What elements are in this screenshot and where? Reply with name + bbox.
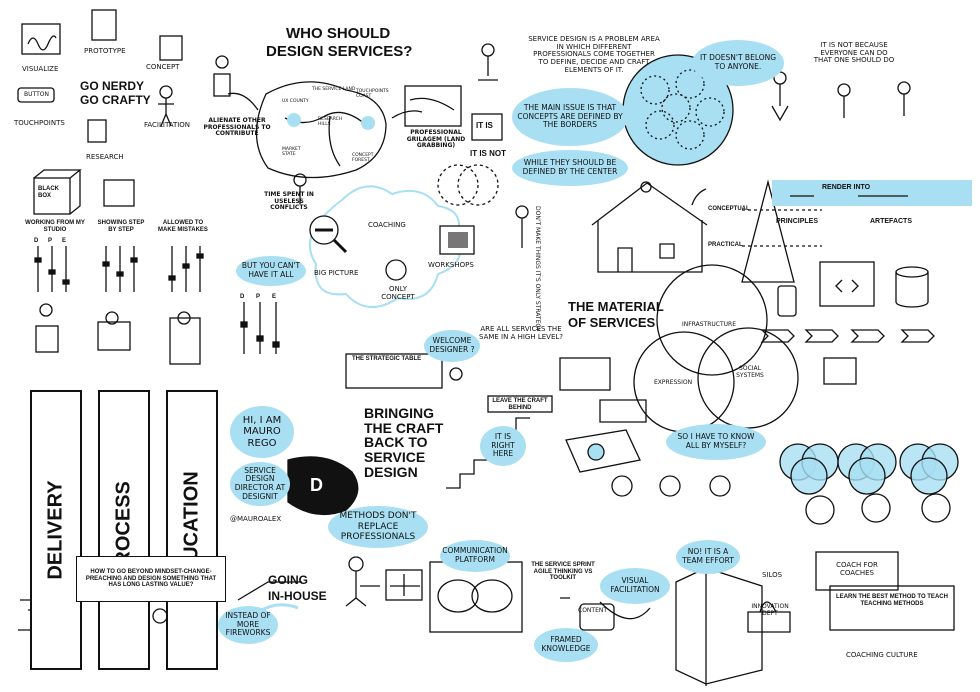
bringing-line-4: SERVICE <box>364 449 426 466</box>
bringing-title: BRINGING THE CRAFT BACK TO SERVICE DESIG… <box>364 406 443 479</box>
it-is-label: IT IS <box>476 121 493 130</box>
social-systems-label: SOCIAL SYSTEMS <box>736 365 764 379</box>
it-is-not-label: IT IS NOT <box>470 149 506 158</box>
dpe-e-1: E <box>62 238 67 244</box>
main-issue-bubble: THE MAIN ISSUE IS THAT CONCEPTS ARE DEFI… <box>512 88 628 146</box>
allowed-mistakes-text: ALLOWED TO MAKE MISTAKES <box>158 220 208 233</box>
handle-label: @MAUROALEX <box>230 515 282 523</box>
are-all-services-text: ARE ALL SERVICES THE SAME IN A HIGH LEVE… <box>479 325 563 341</box>
go-nerdy-title: GO NERDY <box>80 79 145 93</box>
content-label: CONTENT <box>578 607 608 614</box>
showing-steps-text: SHOWING STEP BY STEP <box>97 220 145 233</box>
education-pillar: EDUCATION <box>166 390 218 670</box>
bringing-line-5: DESIGN <box>364 463 418 480</box>
expression-label: EXPRESSION <box>654 379 693 386</box>
service-design-definition: SERVICE DESIGN IS A PROBLEM AREA IN WHIC… <box>528 35 660 74</box>
dpe-d-1: D <box>34 238 39 244</box>
sprint-text: THE SERVICE SPRINT AGILE THINKING VS TOO… <box>531 562 595 582</box>
button-label: BUTTON <box>24 91 49 98</box>
material-title-2: OF SERVICES <box>568 315 656 330</box>
material-title-1: THE MATERIAL <box>568 299 664 314</box>
innovation-dept-label: INNOVATION DEPT <box>751 603 789 617</box>
alienate-text: ALIENATE OTHER PROFESSIONALS TO CONTRIBU… <box>203 117 271 138</box>
learn-method-text: LEARN THE BEST METHOD TO TEACH TEACHING … <box>836 594 948 607</box>
delivery-pillar: DELIVERY <box>30 390 82 670</box>
instead-bubble: INSTEAD OF MORE FIREWORKS <box>218 606 278 644</box>
infrastructure-label: INFRASTRUCTURE <box>682 321 736 328</box>
coaching-label: COACHING <box>368 221 406 229</box>
methods-bubble: METHODS DON'T REPLACE PROFESSIONALS <box>328 506 428 548</box>
go-crafty-title: GO CRAFTY <box>80 93 151 107</box>
going-title: GOING <box>268 573 309 587</box>
dpe-e-2: E <box>272 294 277 300</box>
research-label: RESEARCH <box>86 153 124 161</box>
coaching-culture-label: COACHING CULTURE <box>846 651 918 659</box>
black-box-label: BLACK BOX <box>38 186 59 199</box>
cant-have-all-bubble: BUT YOU CAN'T HAVE IT ALL <box>236 256 306 286</box>
comm-platform-bubble: COMMUNICATION PLATFORM <box>440 540 510 572</box>
dpe-p-2: P <box>256 294 261 300</box>
map-concept-forest: CONCEPT FOREST <box>352 153 374 163</box>
know-all-bubble: SO I HAVE TO KNOW ALL BY MYSELF? <box>666 424 766 460</box>
map-market-state: MARKET STATE <box>282 147 301 157</box>
it-is-right-bubble: IT IS RIGHT HERE <box>480 426 526 466</box>
map-service-land: THE SERVICE LAND <box>312 87 356 92</box>
big-picture-label: BIG PICTURE <box>314 269 359 277</box>
bringing-line-1: BRINGING <box>364 405 434 421</box>
principles-label: PRINCIPLES <box>776 218 819 225</box>
coach-for-coaches-text: COACH FOR COACHES <box>836 561 878 577</box>
only-concept-label: ONLY CONCEPT <box>381 285 415 301</box>
team-effort-bubble: NO! IT IS A TEAM EFFORT <box>676 540 740 574</box>
render-into-label: RENDER INTO <box>822 184 871 191</box>
who-should-title-2: DESIGN SERVICES? <box>266 43 413 60</box>
delivery-label: DELIVERY <box>44 480 67 580</box>
dont-make-label: DON'T MAKE THINGS IT'S ONLY STRATEGY <box>534 206 541 332</box>
grilagem-text: PROFESSIONAL GRILAGEM (LAND GRABBING) <box>406 129 466 150</box>
director-bubble: SERVICE DESIGN DIRECTOR AT DESIGNIT <box>230 462 290 506</box>
hi-mauro-bubble: HI, I AM MAURO REGO <box>230 406 294 458</box>
designit-d-logo: D <box>310 475 323 495</box>
bringing-line-2: THE CRAFT <box>364 419 444 436</box>
framed-knowledge-bubble: FRAMED KNOWLEDGE <box>534 628 598 662</box>
touchpoints-label: TOUCHPOINTS <box>14 119 65 127</box>
map-touchpoints-coast: TOUCHPOINTS COAST <box>356 89 389 99</box>
not-because-text: IT IS NOT BECAUSE EVERYONE CAN DO THAT O… <box>813 41 895 65</box>
strategic-table-label: THE STRATEGIC TABLE <box>352 356 422 362</box>
silos-label: SILOS <box>762 571 783 579</box>
welcome-bubble: WELCOME DESIGNER ? <box>424 330 480 362</box>
workshops-label: WORKSHOPS <box>428 261 474 269</box>
process-pillar: PROCESS <box>98 390 150 670</box>
working-studio-text: WORKING FROM MY STUDIO <box>25 220 85 233</box>
map-ux-county: UX COUNTY <box>282 99 309 104</box>
visualize-label: VISUALIZE <box>22 65 59 73</box>
concept-label: CONCEPT <box>146 63 180 71</box>
time-spent-text: TIME SPENT IN USELESS CONFLICTS <box>264 191 314 212</box>
who-should-title-1: WHO SHOULD <box>286 25 391 42</box>
bringing-line-3: BACK TO <box>364 434 428 451</box>
conceptual-label: CONCEPTUAL <box>708 206 750 212</box>
prototype-label: PROTOTYPE <box>84 47 126 55</box>
how-to-box: HOW TO GO BEYOND MINDSET-CHANGE-PREACHIN… <box>76 556 226 602</box>
in-house-title: IN-HOUSE <box>268 589 327 603</box>
leave-craft-label: LEAVE THE CRAFT BEHIND <box>492 398 548 411</box>
dpe-d-2: D <box>240 294 245 300</box>
visual-facil-bubble: VISUAL FACILITATION <box>600 568 670 604</box>
doesnt-belong-bubble: IT DOESN'T BELONG TO ANYONE. <box>692 40 784 86</box>
map-research-hills: RESEARCH HILLS <box>318 117 343 127</box>
facilitation-label: FACILITATION <box>144 121 191 129</box>
artefacts-label: ARTEFACTS <box>870 218 912 225</box>
while-should-bubble: WHILE THEY SHOULD BE DEFINED BY THE CENT… <box>512 150 628 186</box>
dpe-p-1: P <box>48 238 53 244</box>
practical-label: PRACTICAL <box>708 242 743 248</box>
